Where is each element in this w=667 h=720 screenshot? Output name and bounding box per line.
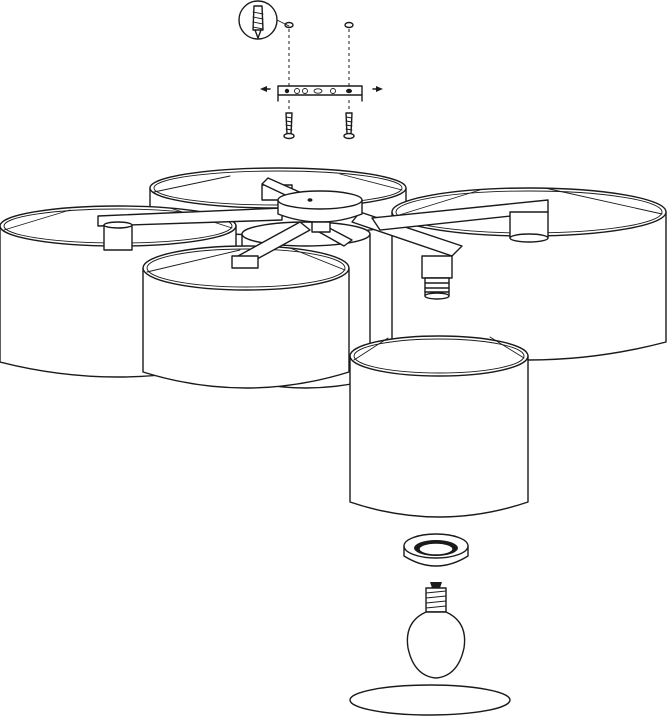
ceiling-screws — [283, 112, 355, 140]
canopy — [277, 190, 363, 233]
arms — [97, 177, 549, 269]
shade-ring — [403, 533, 469, 567]
lamp-shade-front-center — [349, 335, 529, 518]
drill-markers — [284, 21, 354, 86]
diffuser-plate — [349, 684, 511, 716]
socket-right — [421, 255, 453, 300]
mounting-bracket — [260, 85, 383, 112]
wall-plug-detail — [238, 0, 290, 40]
bulb — [406, 582, 466, 679]
